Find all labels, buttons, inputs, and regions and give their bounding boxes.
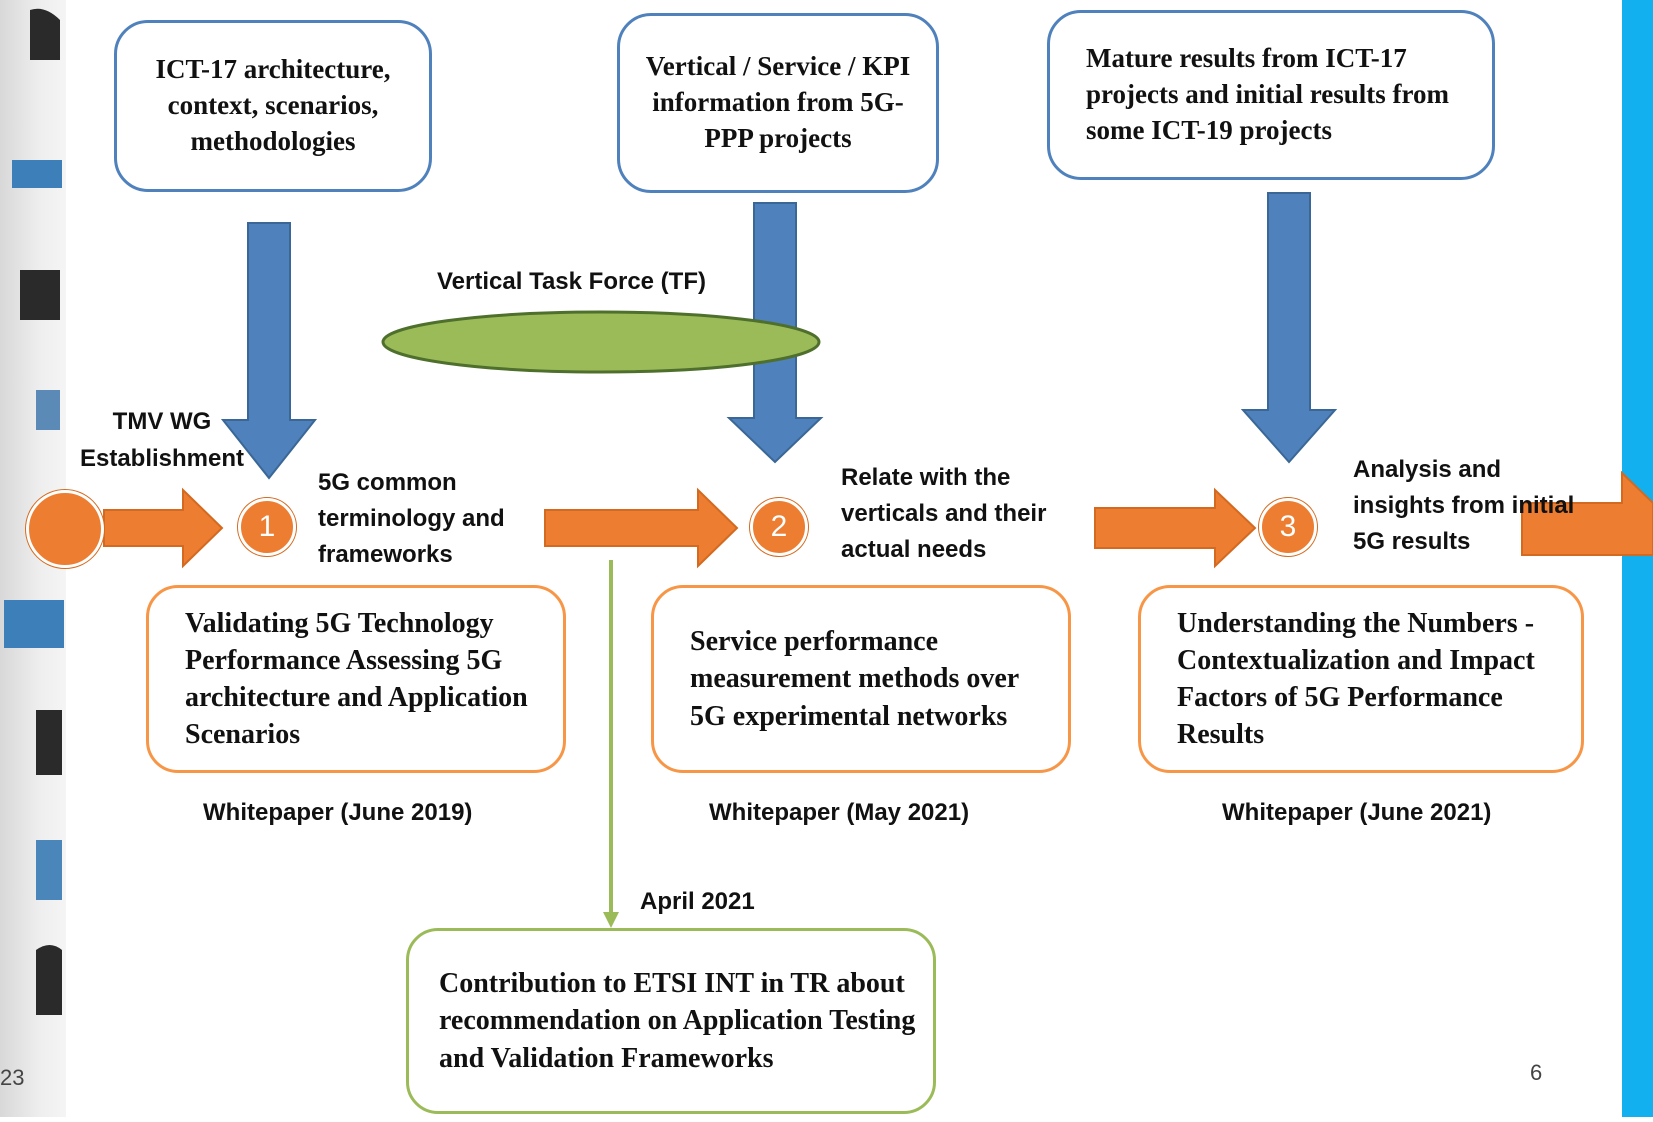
- input-box-mature-results-text: Mature results from ICT-17 projects and …: [1086, 43, 1449, 145]
- right-accent-bar: [1622, 0, 1653, 1117]
- input-box-vertical-kpi: Vertical / Service / KPI information fro…: [617, 13, 939, 193]
- step-3-label: Analysis and insights from initial 5G re…: [1353, 456, 1575, 555]
- output-box-step-1: Validating 5G Technology Performance Ass…: [146, 585, 566, 773]
- start-label: TMV WG Establishment: [79, 408, 245, 473]
- input-box-mature-results: Mature results from ICT-17 projects and …: [1047, 10, 1495, 180]
- building-icon: [36, 840, 62, 900]
- branch-date-label: April 2021: [640, 888, 755, 915]
- step-2-label: Relate with the verticals and their actu…: [841, 464, 1047, 563]
- skyline-icons: [4, 8, 64, 1015]
- tower-icon: [20, 270, 60, 320]
- orange-right-arrow-3: [1521, 470, 1653, 556]
- page-number: 6: [1530, 1060, 1543, 1085]
- step-2-circle: 2: [750, 498, 808, 556]
- whitepaper-label-2: Whitepaper (May 2021): [709, 799, 970, 826]
- building-icon: [36, 390, 60, 430]
- blue-down-arrow-1: [220, 222, 318, 480]
- orange-right-arrow-1: [544, 487, 739, 569]
- orange-right-arrow-0: [103, 487, 224, 569]
- dome-icon: [30, 8, 60, 60]
- gate-icon: [36, 710, 62, 775]
- task-force-label: Vertical Task Force (TF): [437, 268, 706, 295]
- step-1-circle: 1: [238, 498, 296, 556]
- task-force-ellipse: [381, 310, 821, 374]
- green-arrowhead: [603, 912, 619, 928]
- input-box-ict17-text: ICT-17 architecture, context, scenarios,…: [155, 54, 391, 156]
- etsi-contribution-box: Contribution to ETSI INT in TR about rec…: [406, 928, 936, 1114]
- step-1-label: 5G common terminology and frameworks: [318, 469, 505, 568]
- start-node: [26, 490, 104, 568]
- step-2-number: 2: [770, 510, 788, 543]
- building-icon: [4, 600, 64, 648]
- input-box-ict17: ICT-17 architecture, context, scenarios,…: [114, 20, 432, 192]
- input-box-vertical-kpi-text: Vertical / Service / KPI information fro…: [645, 51, 911, 153]
- step-3-number: 3: [1279, 510, 1297, 543]
- output-box-step-1-text: Validating 5G Technology Performance Ass…: [185, 607, 528, 751]
- footer-left-number: 23: [0, 1065, 25, 1090]
- output-box-step-3: Understanding the Numbers - Contextualiz…: [1138, 585, 1584, 773]
- output-box-step-2-text: Service performance measurement methods …: [690, 626, 1019, 732]
- colosseum-icon: [36, 945, 62, 1015]
- building-icon: [12, 160, 62, 188]
- whitepaper-label-1: Whitepaper (June 2019): [203, 799, 473, 826]
- etsi-contribution-text: Contribution to ETSI INT in TR about rec…: [439, 968, 916, 1074]
- output-box-step-3-text: Understanding the Numbers - Contextualiz…: [1177, 607, 1535, 751]
- step-1-number: 1: [258, 510, 276, 543]
- whitepaper-label-3: Whitepaper (June 2021): [1222, 799, 1492, 826]
- step-3-circle: 3: [1259, 498, 1317, 556]
- blue-down-arrow-3: [1240, 192, 1338, 464]
- orange-right-arrow-2: [1094, 487, 1257, 569]
- output-box-step-2: Service performance measurement methods …: [651, 585, 1071, 773]
